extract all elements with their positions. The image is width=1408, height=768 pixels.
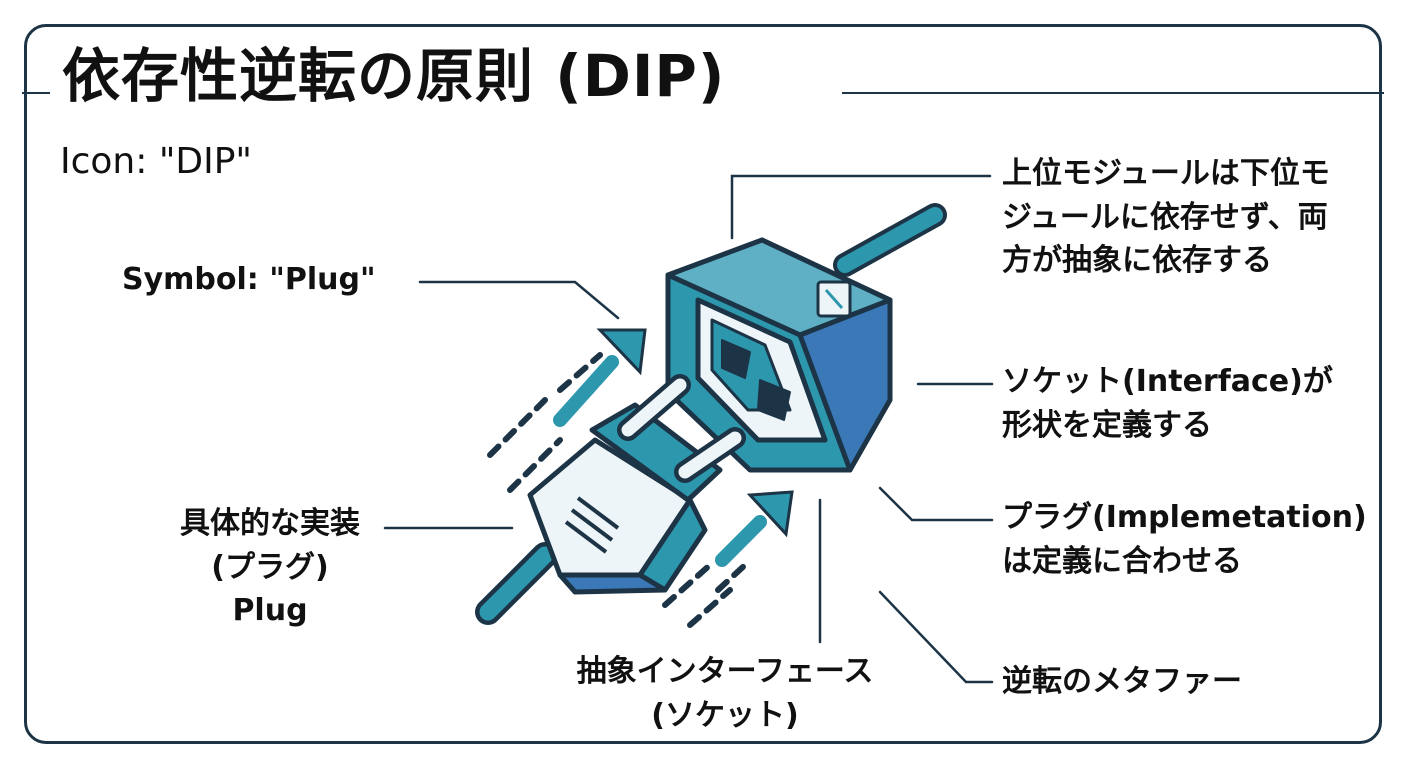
speed-lines [487, 352, 748, 628]
socket-icon [665, 237, 893, 473]
title-rule-left [22, 92, 50, 94]
leader-metaphor [878, 590, 994, 684]
label-concrete-line-2: (プラグ) [211, 549, 329, 585]
page-subtitle: Icon: "DIP" [60, 141, 252, 182]
label-abstract: 抽象インターフェース (ソケット) [560, 650, 890, 737]
socket-cable [833, 203, 947, 277]
label-plug-conforms: プラグ(Implemetation) は定義に合わせる [1002, 496, 1367, 583]
label-socket-defines: ソケット(Interface)が 形状を定義する [1002, 360, 1333, 447]
label-concrete-line-3: Plug [232, 593, 308, 628]
label-principle-line-3: 方が抽象に依存する [1002, 243, 1272, 278]
plug-prongs [617, 374, 746, 483]
label-socket-defines-line-1: ソケット(Interface)が [1002, 364, 1333, 399]
label-concrete: 具体的な実装 (プラグ) Plug [160, 502, 380, 633]
label-concrete-line-1: 具体的な実装 [180, 506, 360, 541]
plug-cable [475, 542, 558, 625]
page-title: 依存性逆転の原則 (DIP) [62, 42, 726, 110]
label-principle-line-2: ジュールに依存せず、両 [1002, 199, 1328, 235]
label-plug-conforms-line-1: プラグ(Implemetation) [1002, 500, 1367, 535]
motion-arrow-icon [553, 328, 794, 567]
label-abstract-line-1: 抽象インターフェース [576, 654, 874, 689]
label-metaphor: 逆転のメタファー [1002, 664, 1242, 699]
frame-border [24, 24, 1382, 744]
label-abstract-line-2: (ソケット) [651, 697, 799, 733]
title-rule-right [842, 92, 1384, 94]
label-socket-defines-line-2: 形状を定義する [1002, 407, 1212, 443]
label-symbol: Symbol: "Plug" [122, 262, 376, 297]
leader-symbol [418, 280, 620, 320]
label-principle-line-1: 上位モジュールは下位モ [1002, 156, 1330, 191]
leader-plug [878, 486, 994, 522]
leader-principle [730, 174, 992, 240]
label-principle: 上位モジュールは下位モ ジュールに依存せず、両 方が抽象に依存する [1002, 152, 1330, 283]
label-plug-conforms-line-2: は定義に合わせる [1002, 543, 1242, 579]
